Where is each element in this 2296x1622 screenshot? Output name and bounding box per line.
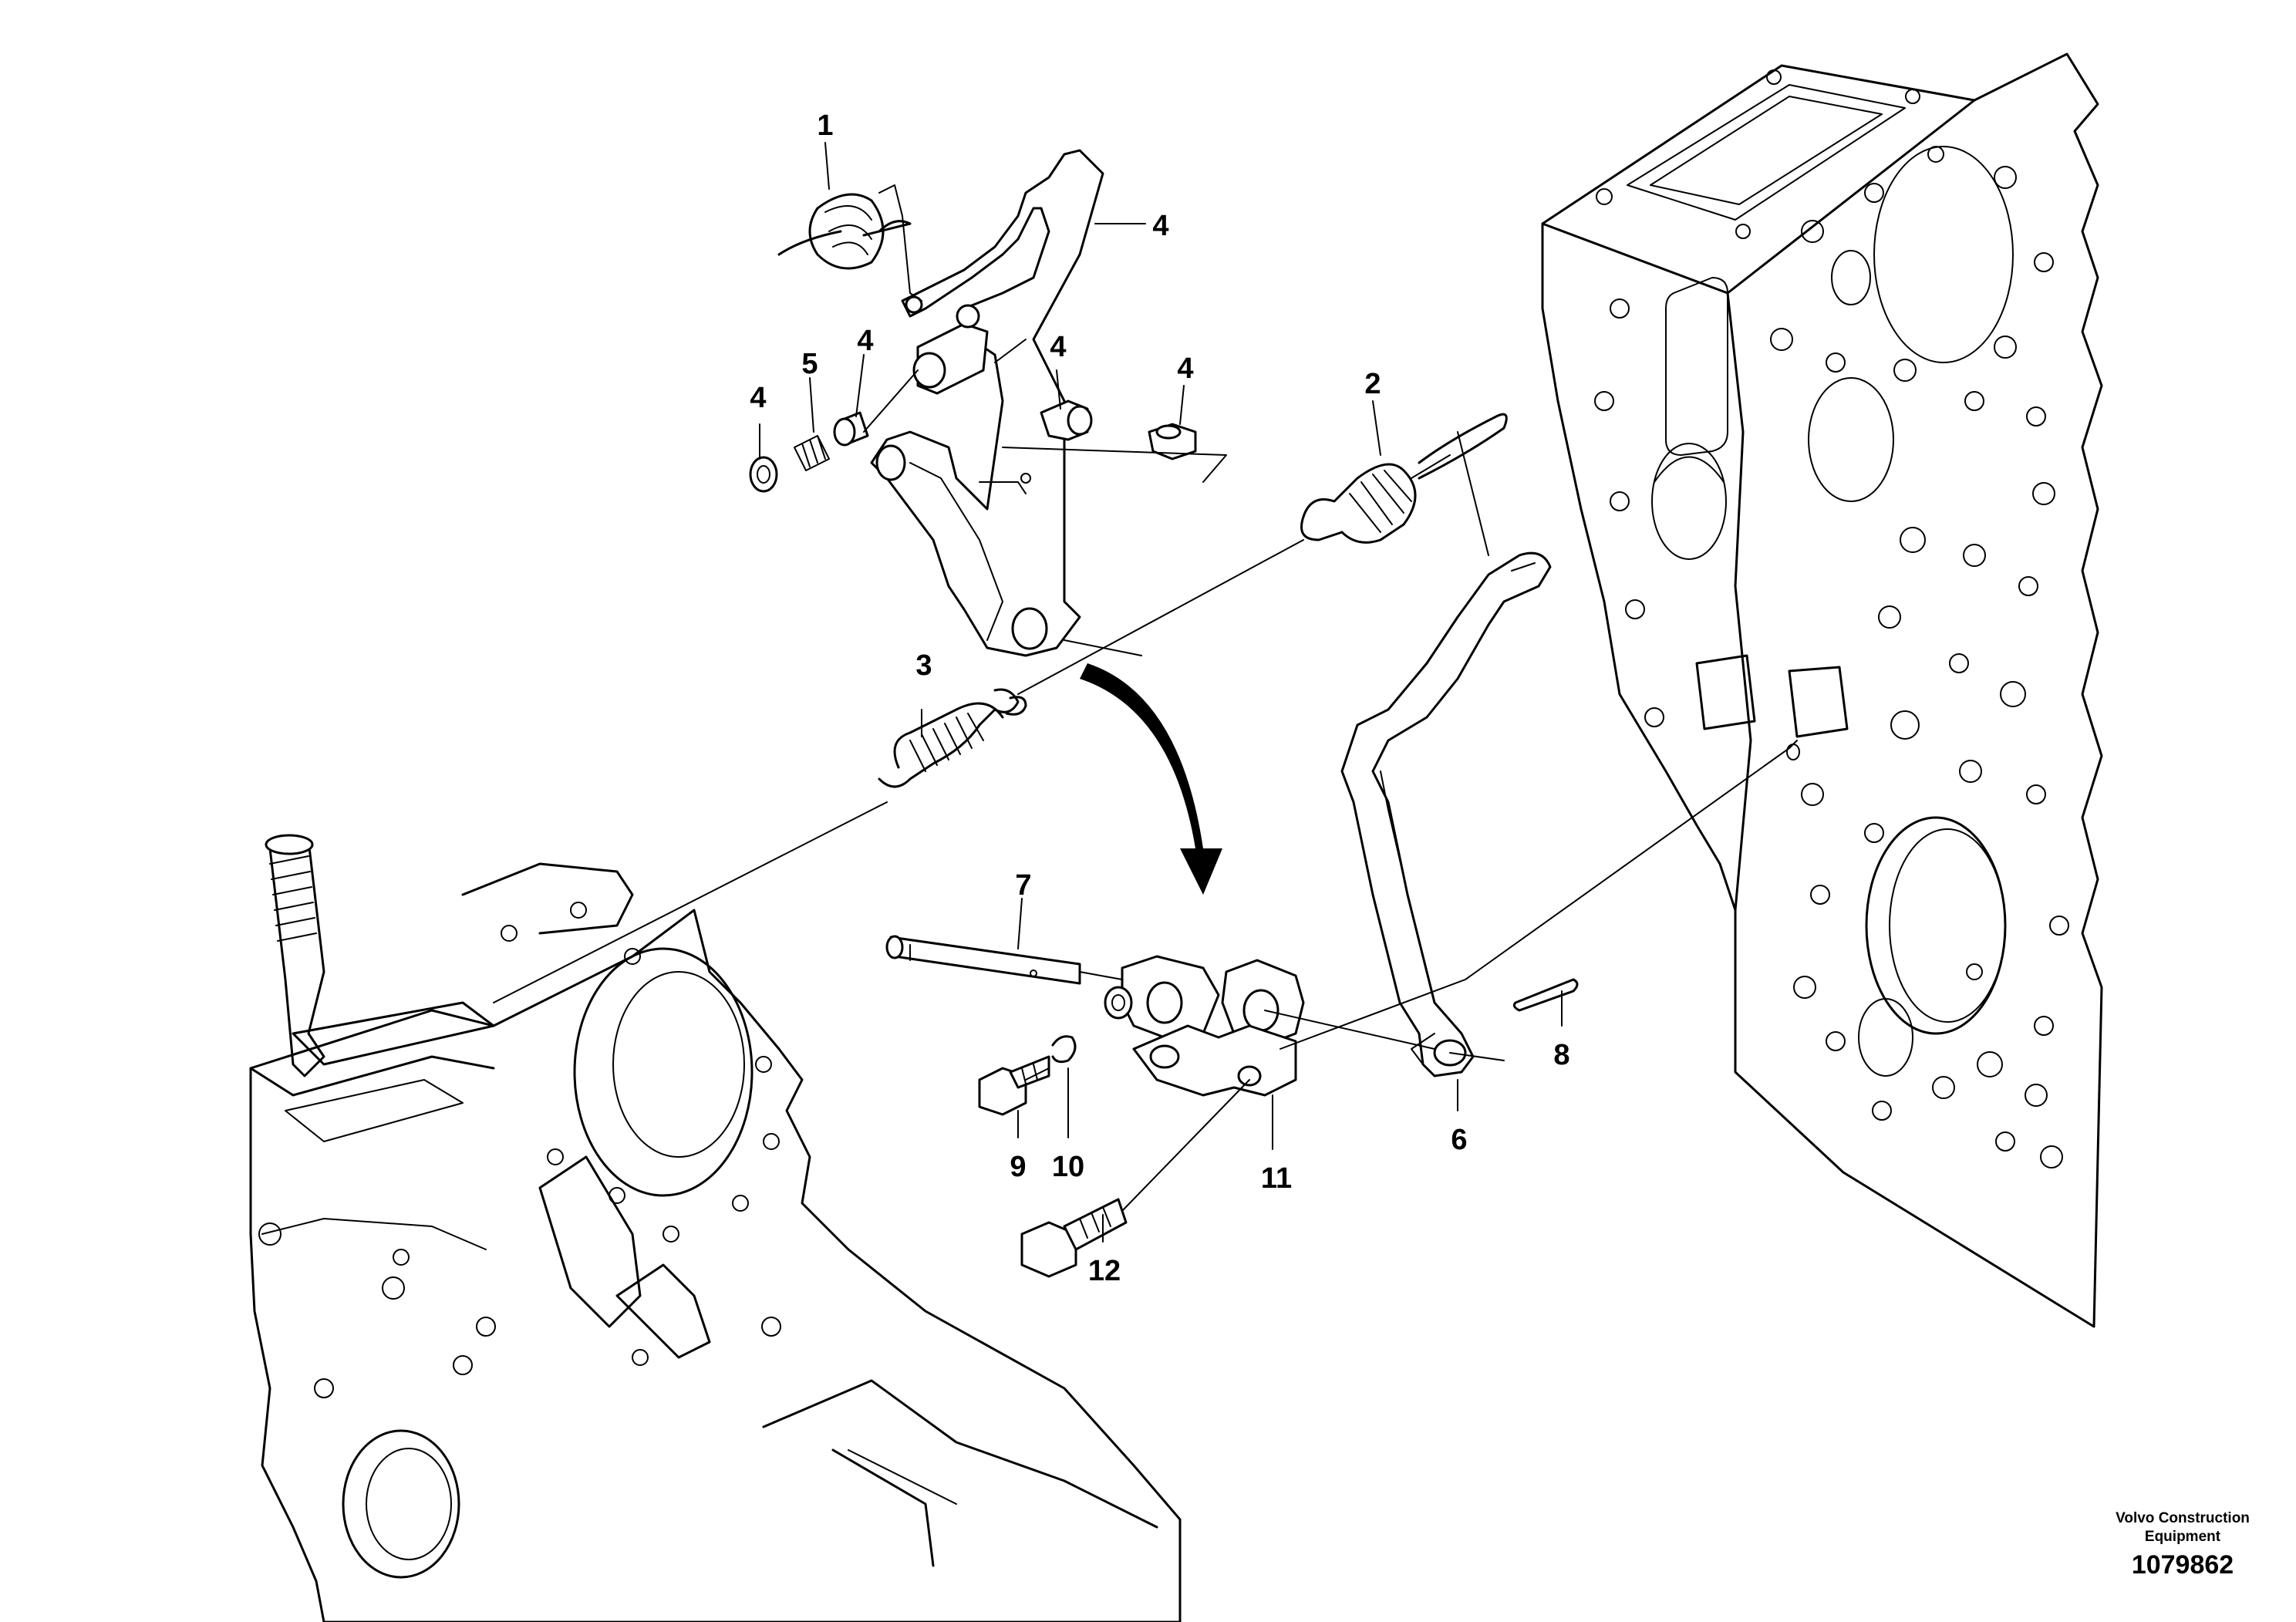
callout-5: 5 [801,348,818,380]
timing-gear-case [249,834,1182,1622]
engine-block [1541,52,2103,1328]
torsion-spring [777,184,922,302]
pivot-pin [885,935,1081,985]
publisher-credit-line2: Equipment [2144,1529,2221,1545]
spring-and-nuts [749,369,919,493]
callout-4-mid: 4 [857,325,873,357]
callout-10: 10 [1052,1151,1084,1183]
control-lever-arm [1340,551,1552,1077]
callout-4-right-b: 4 [1177,352,1193,385]
callout-7: 7 [1015,869,1031,902]
callout-9: 9 [1010,1151,1026,1183]
alignment-lines [493,431,1800,1212]
callout-labels: 1 2 3 4 4 4 4 4 5 6 7 8 9 10 11 12 [750,110,1569,1287]
lever-bracket [1104,955,1305,1097]
tension-spring-upper [1300,413,1508,544]
callout-11: 11 [1261,1162,1292,1195]
governor-lever-assembly [870,149,1227,657]
callout-leaders [759,142,1563,1243]
callout-1: 1 [817,110,833,142]
callout-6: 6 [1451,1124,1467,1156]
small-fasteners [978,978,1579,1278]
callout-2: 2 [1364,368,1381,400]
assembly-arrow [1080,663,1222,895]
callout-12: 12 [1088,1255,1121,1287]
callout-4-left: 4 [750,382,766,414]
callout-4-right-a: 4 [1050,331,1066,363]
tension-spring-lower [878,688,1027,788]
drawing-number: 1079862 [2131,1550,2234,1580]
callout-8: 8 [1553,1039,1569,1071]
publisher-credit-line1: Volvo Construction [2116,1510,2250,1526]
callout-3: 3 [915,649,932,682]
callout-4-top: 4 [1152,210,1168,242]
